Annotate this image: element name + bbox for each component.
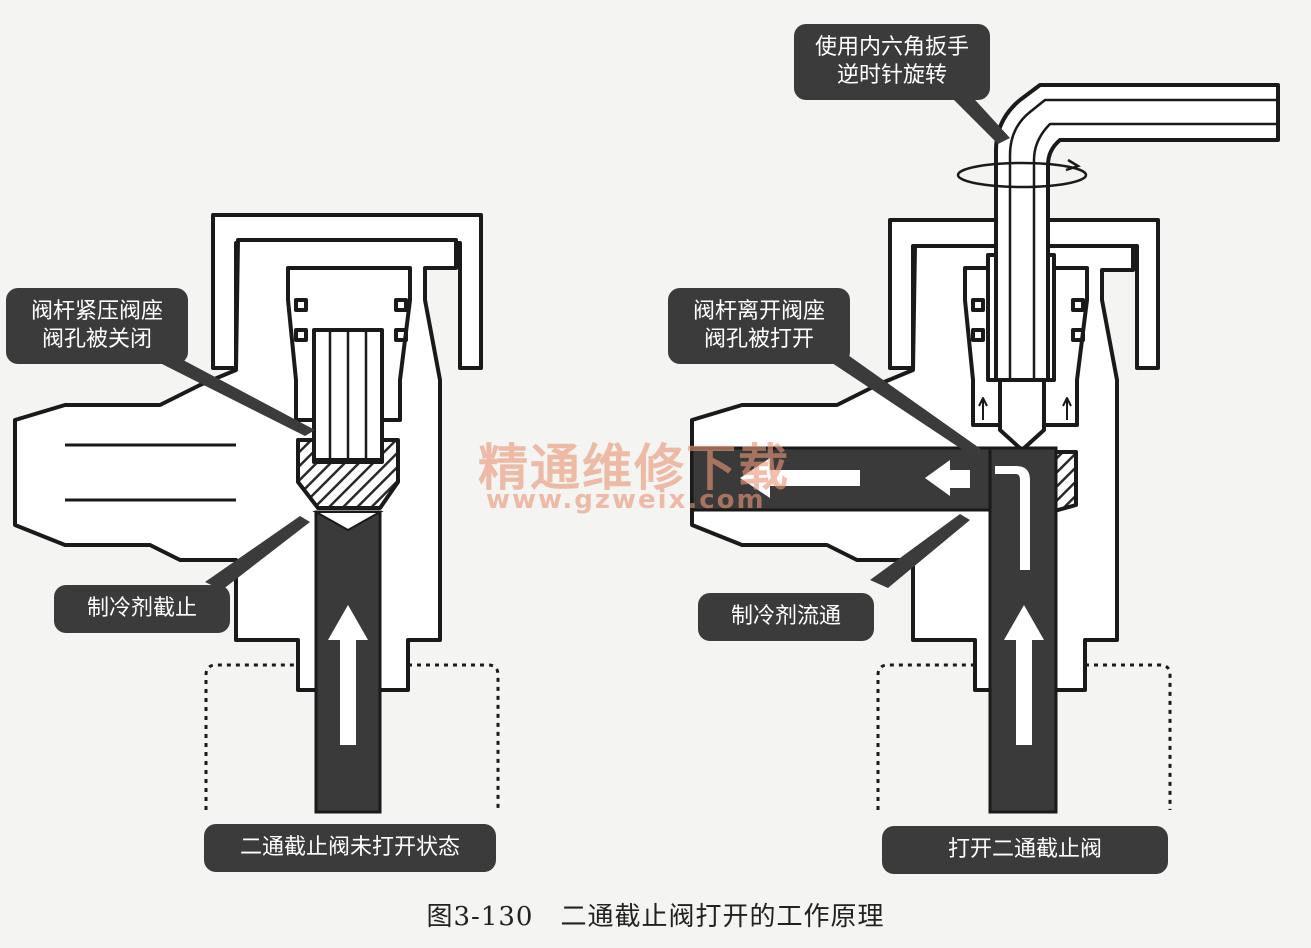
- callout-refrigerant-flow-text: 制冷剂流通: [730, 604, 841, 629]
- callout-stem-pressed: 阀杆紧压阀座 阀孔被关闭: [6, 288, 188, 364]
- figure-caption: 图3-130 二通截止阀打开的工作原理: [426, 902, 885, 932]
- right-flow-arrow-left: [925, 460, 970, 496]
- state-label-closed-text: 二通截止阀未打开状态: [239, 835, 460, 860]
- left-valve-seat: [296, 438, 400, 510]
- watermark-url: www.gzweix.com: [486, 485, 766, 515]
- callout-refrigerant-blocked: 制冷剂截止: [54, 585, 230, 633]
- rotation-indicator: [956, 161, 1088, 189]
- right-flow-arrow-up: [1004, 605, 1044, 745]
- callout-hex-wrench: 使用内六角扳手 逆时针旋转: [794, 24, 990, 100]
- callout-refrigerant-flow: 制冷剂流通: [698, 593, 874, 641]
- callout-stem-pressed-line2: 阀孔被关闭: [41, 327, 152, 352]
- state-label-closed: 二通截止阀未打开状态: [204, 824, 496, 872]
- callout-stem-lifted: 阀杆离开阀座 阀孔被打开: [668, 288, 850, 364]
- right-pointer-wrench: [950, 90, 1010, 144]
- state-label-open: 打开二通截止阀: [882, 826, 1168, 874]
- state-label-open-text: 打开二通截止阀: [947, 837, 1102, 862]
- left-flow-arrow: [328, 605, 368, 745]
- callout-refrigerant-blocked-text: 制冷剂截止: [86, 596, 197, 621]
- callout-stem-lifted-line2: 阀孔被打开: [703, 327, 814, 352]
- watermark-title: 精通维修下载: [478, 439, 790, 497]
- callout-hex-wrench-line2: 逆时针旋转: [836, 63, 947, 88]
- left-pointer-blocked: [205, 516, 310, 590]
- right-pointer-open: [820, 348, 985, 458]
- callout-hex-wrench-line1: 使用内六角扳手: [814, 35, 969, 60]
- right-flow-arrow-turn: [995, 466, 1030, 570]
- callout-stem-pressed-line1: 阀杆紧压阀座: [30, 299, 163, 324]
- callout-stem-lifted-line1: 阀杆离开阀座: [692, 299, 825, 324]
- left-pointer-closed: [150, 352, 315, 436]
- right-pointer-flow: [870, 514, 970, 588]
- right-flow-arrow-left-outer: [740, 458, 860, 498]
